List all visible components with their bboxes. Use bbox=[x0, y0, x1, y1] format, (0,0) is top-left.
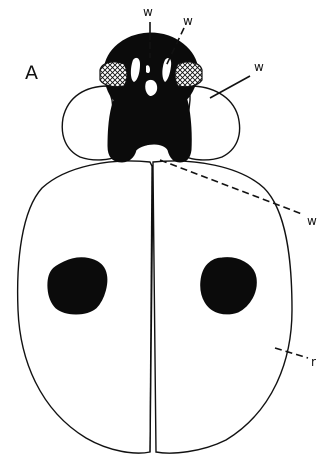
label-w-top-right: w bbox=[183, 14, 193, 28]
left-elytral-spot bbox=[48, 258, 107, 314]
label-w-pronotum: w bbox=[307, 214, 317, 228]
label-r-elytron: r bbox=[311, 355, 316, 369]
leader-w-eye bbox=[210, 76, 250, 98]
pronotum-white-notch bbox=[138, 145, 168, 160]
label-w-eye: w bbox=[254, 60, 264, 74]
label-w-top-left: w bbox=[143, 5, 153, 19]
panel-letter: A bbox=[25, 62, 38, 84]
left-eye bbox=[100, 62, 127, 87]
right-eye bbox=[175, 62, 202, 87]
